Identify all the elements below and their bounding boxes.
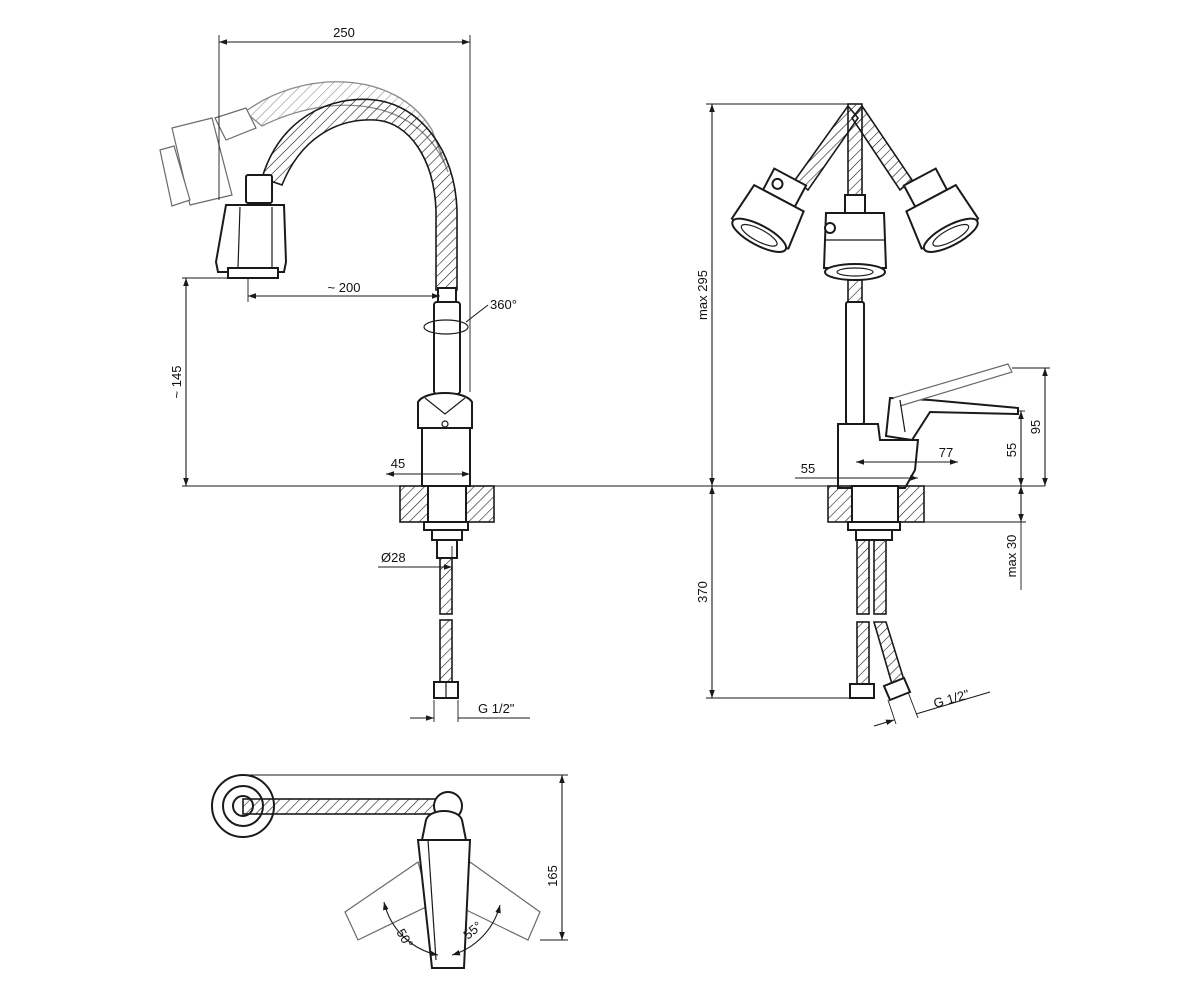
side-hose-right <box>851 104 914 192</box>
hose-length-label: 370 <box>695 581 710 603</box>
swivel-arrow <box>423 319 469 335</box>
left-angle-arc <box>383 901 439 957</box>
side-supply-hoses <box>849 539 912 702</box>
top-hose <box>242 798 454 815</box>
max-thickness-label: max 30 <box>1004 535 1019 578</box>
mounting-shank <box>427 485 467 523</box>
lever-height-label: 95 <box>1028 420 1043 434</box>
side-nut-left <box>849 683 875 699</box>
side-body <box>837 363 1019 489</box>
reach-label: ~ 200 <box>328 280 361 295</box>
side-lever-ghost <box>892 363 1013 407</box>
spray-head-outlet <box>227 267 279 279</box>
ghost-head-face <box>159 145 191 207</box>
side-thread-label: G 1/2" <box>932 686 972 711</box>
height-label: ~ 145 <box>169 366 184 399</box>
right-angle-arc <box>451 904 501 956</box>
spray-head <box>214 174 288 279</box>
ghost-neck <box>214 107 257 141</box>
top-lever-cap <box>420 810 468 841</box>
base-label: 55 <box>801 461 815 476</box>
faucet-body <box>417 392 473 487</box>
side-nut-right <box>882 676 912 702</box>
body-cylinder <box>421 427 471 487</box>
body-height-label: 55 <box>1004 443 1019 457</box>
lever-reach-label: 77 <box>939 445 953 460</box>
side-view: max 295 95 55 77 55 max 30 370 G 1/2" <box>695 103 1050 727</box>
side-head-button <box>824 222 836 234</box>
lever-cap <box>417 392 473 429</box>
side-spout-column <box>845 301 865 425</box>
supply-hose <box>433 557 459 699</box>
shank-dia-label: Ø28 <box>381 550 406 565</box>
max-height-label: max 295 <box>695 270 710 320</box>
spray-head-body <box>214 204 288 273</box>
side-mounting-block <box>827 485 925 541</box>
ghost-spout <box>159 81 449 207</box>
front-view: 250 ~ 200 360° ~ 145 45 Ø28 G 1/2" <box>159 25 1045 722</box>
side-thread-dimension <box>915 691 991 715</box>
top-lever <box>416 839 472 969</box>
mounting-block <box>399 485 495 559</box>
side-head-center <box>822 194 888 281</box>
depth-label: 165 <box>545 865 560 887</box>
top-view: 50° 55° 165 <box>211 774 568 969</box>
thread-label: G 1/2" <box>478 701 515 716</box>
width-label: 250 <box>333 25 355 40</box>
spout-tube <box>423 287 469 395</box>
top-lever-ghost-left <box>344 861 431 941</box>
gooseneck-hose <box>261 98 458 291</box>
spout-column <box>433 301 461 395</box>
side-lever <box>884 396 1019 442</box>
spray-head-neck <box>245 174 273 204</box>
side-head-left <box>730 167 808 253</box>
body-width-label: 45 <box>391 456 405 471</box>
swivel-label: 360° <box>490 297 517 312</box>
side-head-right <box>902 167 980 253</box>
